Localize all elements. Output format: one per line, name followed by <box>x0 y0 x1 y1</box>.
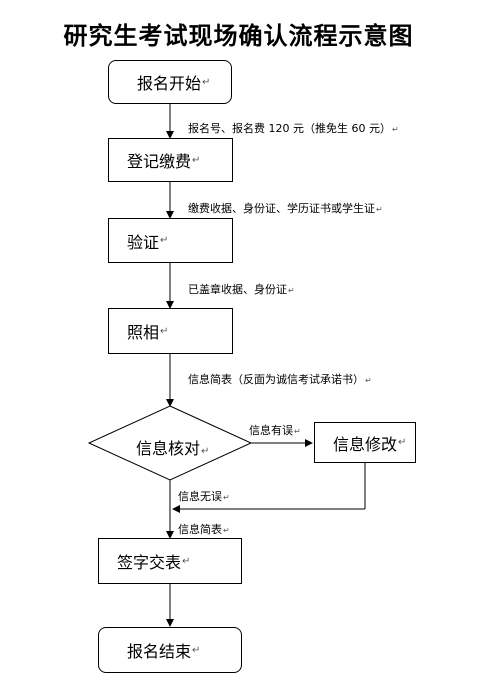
return-mark-icon: ↵ <box>160 235 169 246</box>
return-mark-icon: ↵ <box>201 446 210 457</box>
step-end: 报名结束↵ <box>98 627 242 673</box>
step-start: 报名开始↵ <box>108 60 232 104</box>
step-check-label: 信息核对 <box>136 439 201 458</box>
note-stamped-receipt-text: 已盖章收据、身份证 <box>188 283 287 296</box>
return-mark-icon: ↵ <box>288 286 295 295</box>
note-registration-fee-text: 报名号、报名费 120 元（推免生 60 元） <box>188 122 391 135</box>
step-verify: 验证↵ <box>108 218 233 263</box>
step-start-label: 报名开始 <box>137 74 202 93</box>
return-mark-icon: ↵ <box>223 493 230 502</box>
step-modify-label: 信息修改 <box>333 434 398 454</box>
note-registration-fee: 报名号、报名费 120 元（推免生 60 元）↵ <box>188 120 399 136</box>
step-end-label: 报名结束 <box>127 642 192 661</box>
note-documents-text: 缴费收据、身份证、学历证书或学生证 <box>188 202 375 215</box>
note-info-sheet: 信息简表（反面为诚信考试承诺书）↵ <box>188 371 372 387</box>
return-mark-icon: ↵ <box>294 427 301 436</box>
return-mark-icon: ↵ <box>398 437 407 448</box>
note-info-error-text: 信息有误 <box>249 424 293 437</box>
return-mark-icon: ↵ <box>202 76 211 88</box>
note-info-ok-text: 信息无误 <box>178 490 222 503</box>
return-mark-icon: ↵ <box>160 325 169 337</box>
step-modify: 信息修改↵ <box>314 422 416 463</box>
page-title: 研究生考试现场确认流程示意图 <box>63 21 414 50</box>
return-mark-icon: ↵ <box>223 526 230 535</box>
step-photo: 照相↵ <box>108 308 233 354</box>
step-register-label: 登记缴费 <box>127 152 192 171</box>
note-info-brief-text: 信息简表 <box>178 523 222 536</box>
step-sign-label: 签字交表 <box>117 553 182 572</box>
note-info-sheet-text: 信息简表（反面为诚信考试承诺书） <box>188 373 364 386</box>
return-mark-icon: ↵ <box>365 376 372 385</box>
return-mark-icon: ↵ <box>192 154 201 166</box>
step-check: 信息核对↵ <box>136 435 209 459</box>
step-photo-label: 照相 <box>127 323 160 342</box>
note-info-error: 信息有误↵ <box>249 422 301 438</box>
note-documents: 缴费收据、身份证、学历证书或学生证↵ <box>188 200 383 216</box>
return-mark-icon: ↵ <box>182 555 191 567</box>
note-info-brief: 信息简表↵ <box>178 521 230 537</box>
step-register: 登记缴费↵ <box>108 138 233 182</box>
step-verify-label: 验证 <box>127 232 160 252</box>
step-sign: 签字交表↵ <box>98 538 242 584</box>
note-info-ok: 信息无误↵ <box>178 488 230 504</box>
return-mark-icon: ↵ <box>192 644 201 656</box>
return-mark-icon: ↵ <box>376 205 383 214</box>
note-stamped-receipt: 已盖章收据、身份证↵ <box>188 281 295 297</box>
return-mark-icon: ↵ <box>391 125 399 134</box>
